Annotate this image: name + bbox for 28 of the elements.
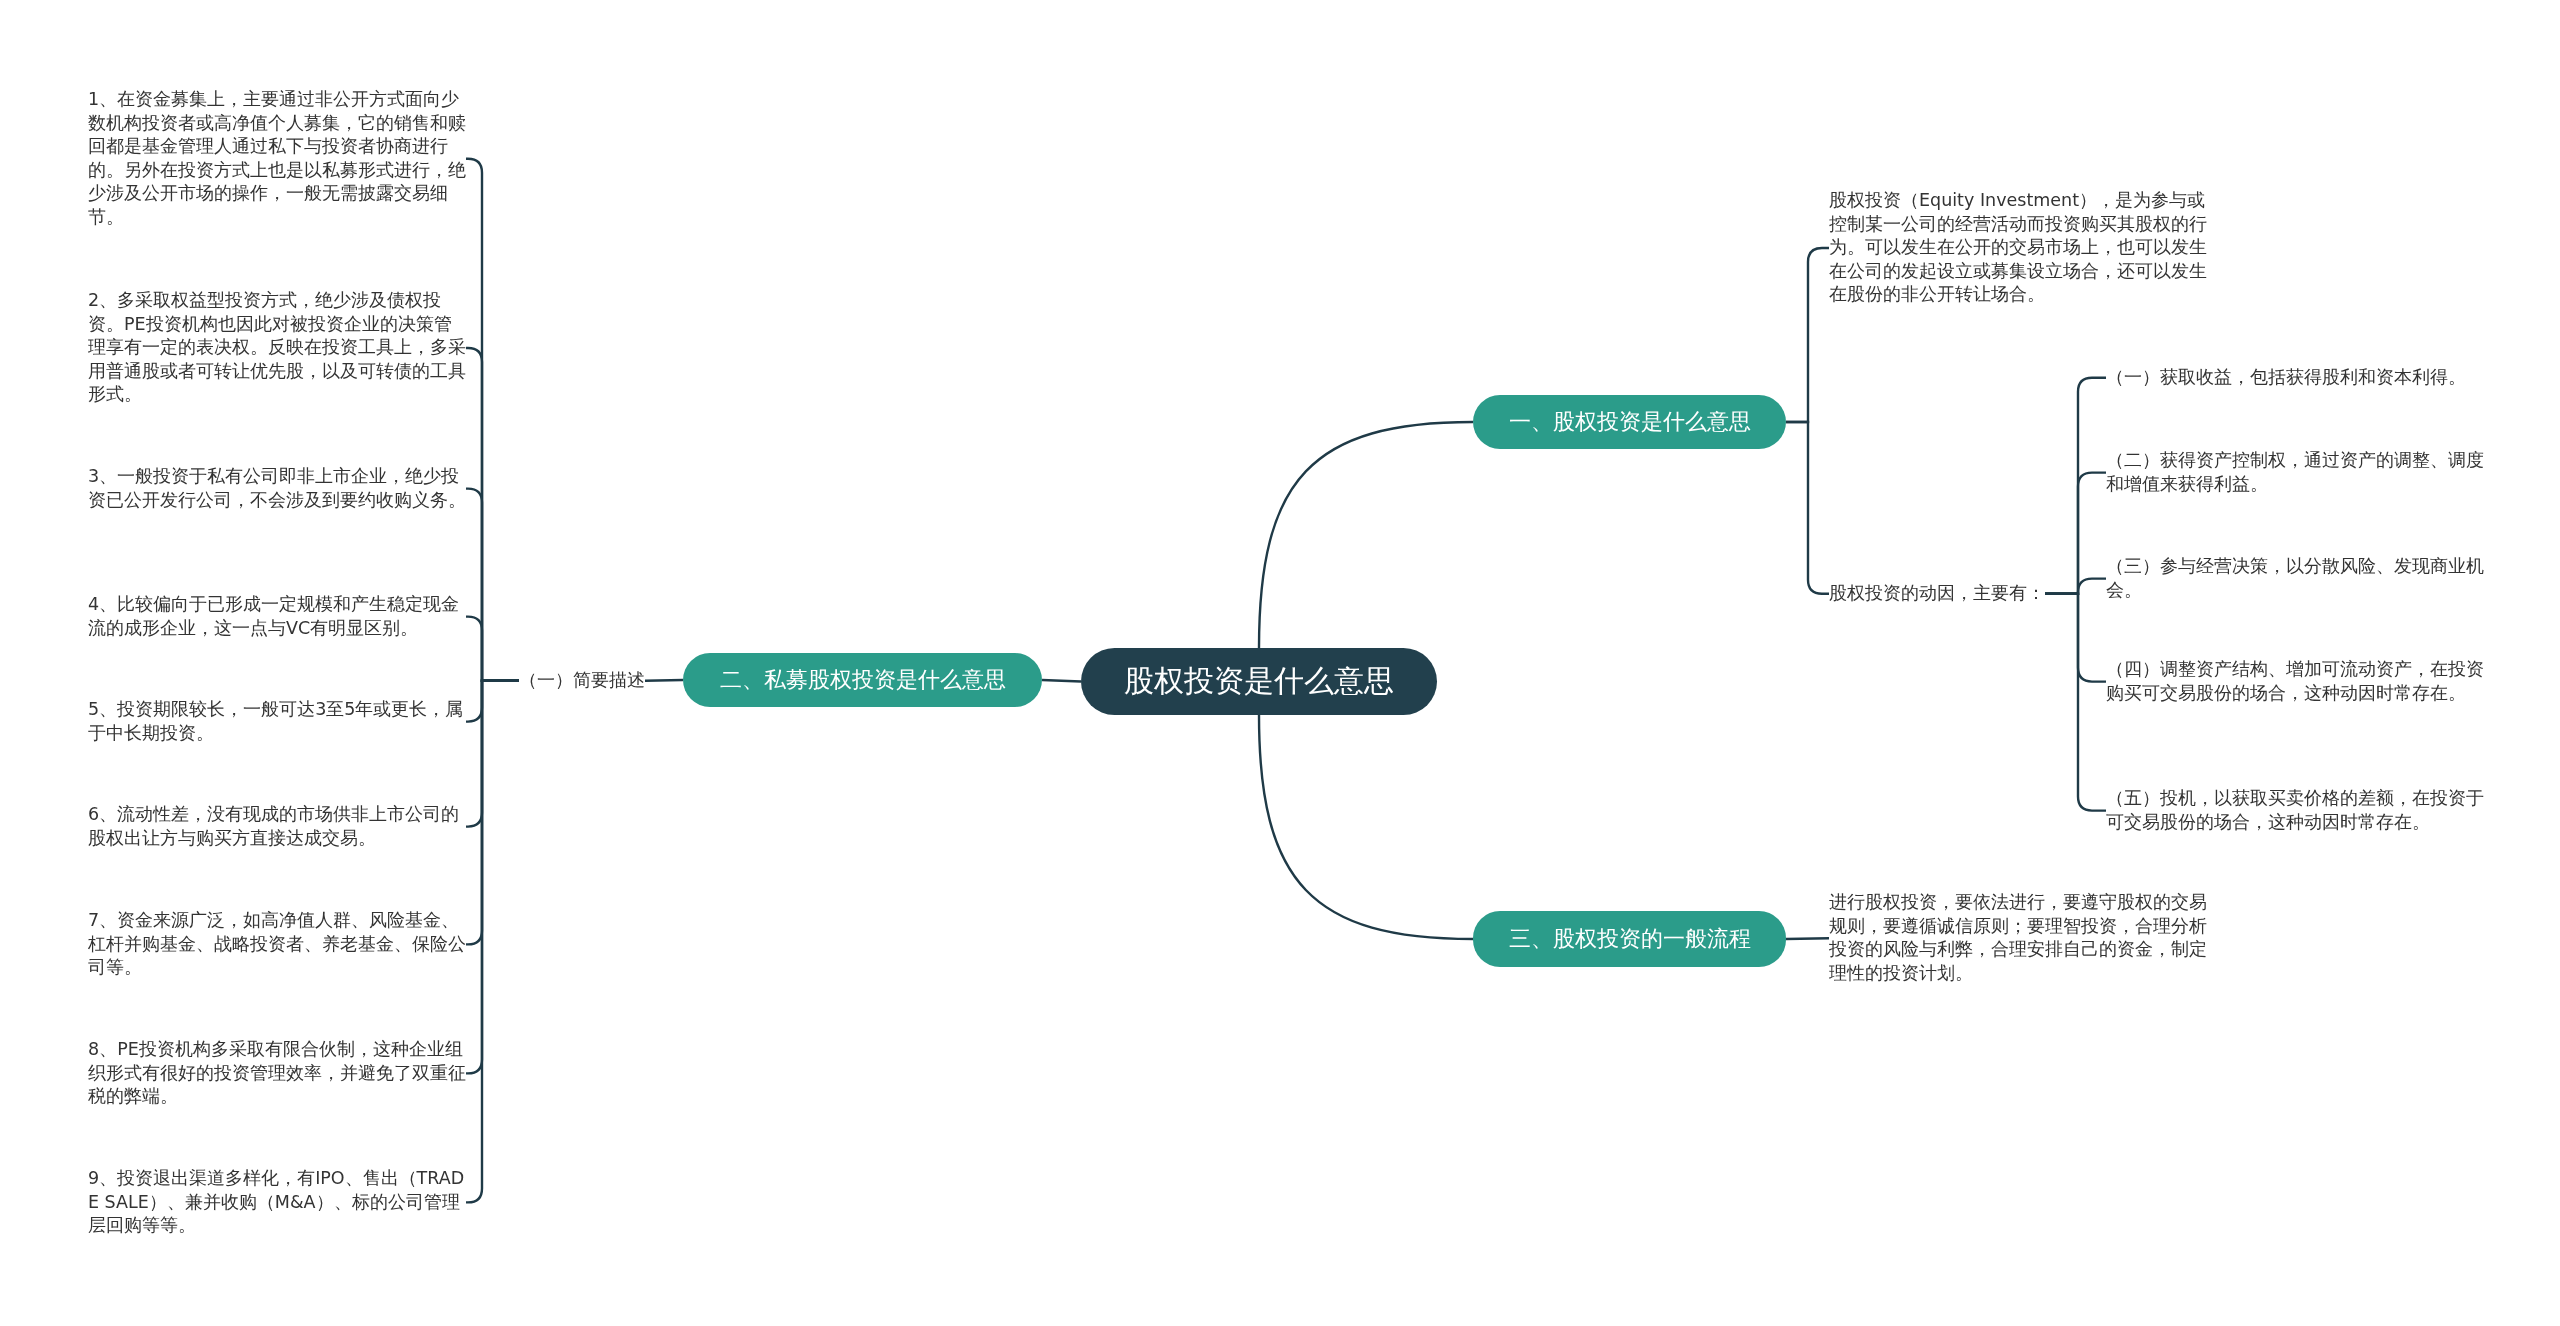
central-topic: 股权投资是什么意思: [1081, 648, 1437, 715]
connector-line: [1257, 714, 1474, 941]
note-text: 5、投资期限较长，一般可达3至5年或更长，属于中长期投资。: [88, 698, 466, 746]
note-text: 4、比较偏向于已形成一定规模和产生稳定现金流的成形企业，这一点与VC有明显区别。: [88, 593, 466, 641]
note-text: 2、多采取权益型投资方式，绝少涉及债权投资。PE投资机构也因此对被投资企业的决策管理享有一定的表决权。反映在投资工具上，多采用普通股或者可转让优先股，以及可转债的工具形式。: [88, 289, 466, 407]
note-text: （四）调整资产结构、增加可流动资产，在投资购买可交易股份的场合，这种动因时常存在。: [2106, 658, 2484, 706]
connector-line: [644, 678, 684, 682]
connector-line: [1785, 937, 1830, 941]
connector-line: [1257, 420, 1474, 649]
note-text: 3、一般投资于私有公司即非上市企业，绝少投资已公开发行公司，不会涉及到要约收购义务。: [88, 465, 466, 513]
note-text: （五）投机，以获取买卖价格的差额，在投资于可交易股份的场合，这种动因时常存在。: [2106, 787, 2484, 835]
subtopic-text: （一）简要描述: [519, 669, 645, 693]
note-text: 8、PE投资机构多采取有限合伙制，这种企业组织形式有很好的投资管理效率，并避免了双重征税的弊端。: [88, 1038, 466, 1109]
note-text: 1、在资金募集上，主要通过非公开方式面向少数机构投资者或高净值个人募集，它的销售和赎回都是基金管理人通过私下与投资者协商进行的。另外在投资方式上也是以私募形式进行，绝少涉及公开市场的操作，一般无需披露交易细节。: [88, 88, 466, 230]
note-text: 进行股权投资，要依法进行，要遵守股权的交易规则，要遵循诚信原则；要理智投资，合理分析投资的风险与利弊，合理安排自己的资金，制定理性的投资计划。: [1829, 891, 2207, 986]
subtopic-text: 股权投资的动因，主要有：: [1829, 582, 2045, 606]
branch-topic: 三、股权投资的一般流程: [1473, 911, 1786, 967]
note-text: （三）参与经营决策，以分散风险、发现商业机会。: [2106, 555, 2484, 603]
note-text: 6、流动性差，没有现成的市场供非上市公司的股权出让方与购买方直接达成交易。: [88, 803, 466, 851]
branch-topic: 一、股权投资是什么意思: [1473, 395, 1786, 449]
connector-line: [465, 679, 519, 1204]
note-text: （二）获得资产控制权，通过资产的调整、调度和增值来获得利益。: [2106, 449, 2484, 497]
connector-line: [1041, 678, 1082, 683]
note-text: 9、投资退出渠道多样化，有IPO、售出（TRADE SALE）、兼并收购（M&A）、标的公司管理层回购等等。: [88, 1167, 466, 1238]
note-text: 7、资金来源广泛，如高净值人群、风险基金、杠杆并购基金、战略投资者、养老基金、保险公司等。: [88, 909, 466, 980]
note-text: （一）获取收益，包括获得股利和资本利得。: [2106, 366, 2484, 390]
note-text: 股权投资（Equity Investment），是为参与或控制某一公司的经营活动而投资购买其股权的行为。可以发生在公开的交易市场上，也可以发生在公司的发起设立或募集设立场合，还可以发生在股份的非公开转让场合。: [1829, 189, 2207, 307]
branch-topic: 二、私募股权投资是什么意思: [683, 653, 1042, 707]
